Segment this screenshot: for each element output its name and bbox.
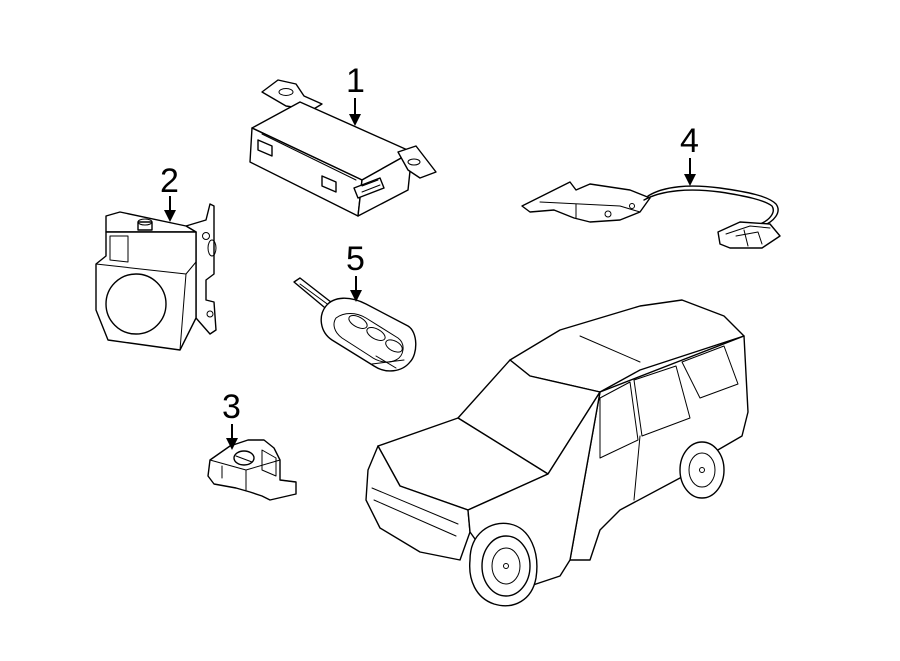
callout-3: 3 bbox=[222, 388, 241, 450]
callout-1: 1 bbox=[346, 62, 365, 126]
callout-label-2: 2 bbox=[160, 162, 179, 200]
part-3-sensor bbox=[207, 439, 297, 501]
callout-label-5: 5 bbox=[346, 240, 365, 278]
callout-label-4: 4 bbox=[680, 122, 699, 160]
vehicle-outline bbox=[365, 299, 749, 607]
callout-label-1: 1 bbox=[346, 62, 365, 100]
callout-4: 4 bbox=[680, 122, 699, 186]
callout-label-3: 3 bbox=[222, 388, 241, 426]
callout-5: 5 bbox=[346, 240, 365, 302]
part-4-antenna-module bbox=[521, 181, 781, 249]
callout-2: 2 bbox=[160, 162, 179, 222]
part-1-control-module bbox=[249, 79, 437, 217]
part-5-key-fob bbox=[293, 277, 417, 372]
part-2-siren bbox=[95, 203, 217, 351]
